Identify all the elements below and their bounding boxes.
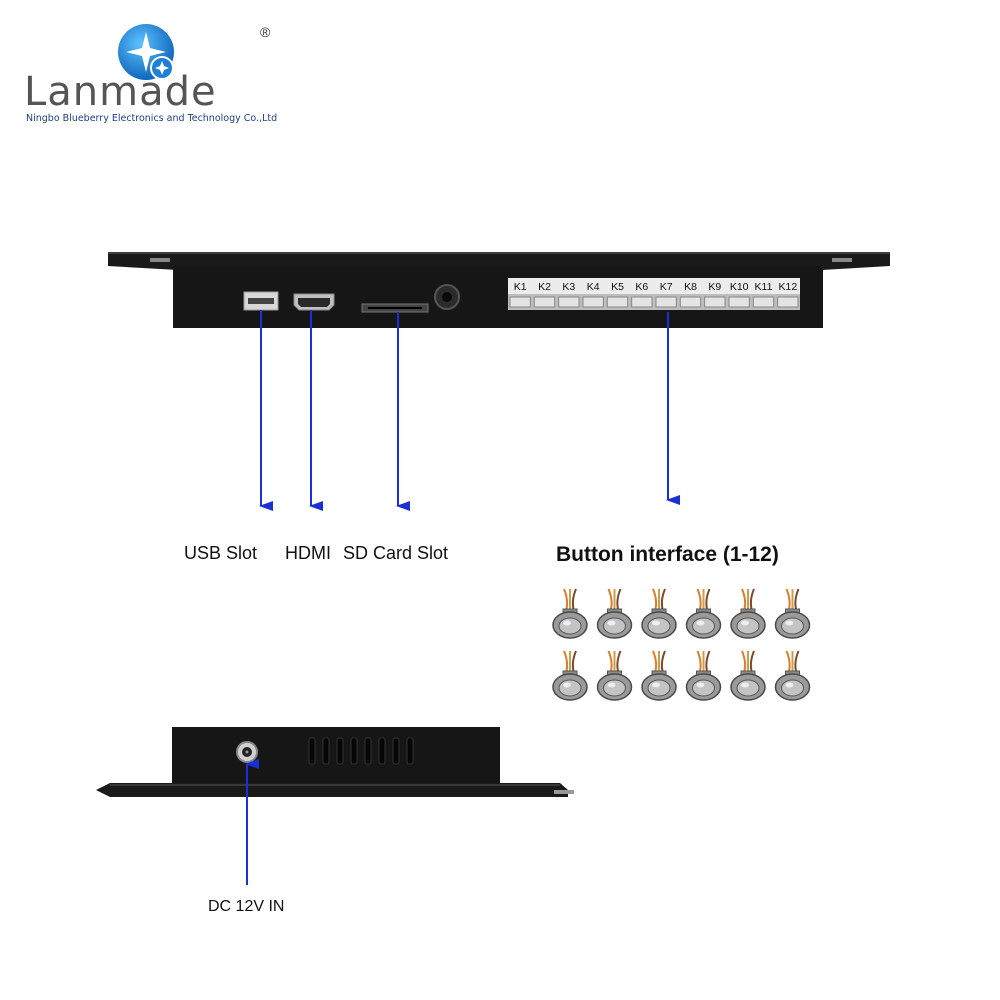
vent-slot (350, 737, 358, 765)
vent-slot (322, 737, 330, 765)
key-connector (728, 296, 750, 308)
vent-slot (378, 737, 386, 765)
vent-slot (406, 737, 414, 765)
registered-mark: ® (260, 24, 271, 40)
key-label: K9 (708, 281, 721, 293)
vent-slot (336, 737, 344, 765)
push-button-icon (685, 588, 722, 639)
key-label: K5 (611, 281, 624, 293)
key-connector (606, 296, 629, 308)
key-label: K7 (660, 281, 673, 293)
push-button-icon (774, 588, 811, 639)
push-button-icon (641, 588, 677, 639)
key-connector (777, 296, 799, 308)
dc-in-label: DC 12V IN (208, 898, 285, 915)
push-button-icon (596, 588, 633, 639)
push-button-icon (552, 650, 588, 701)
audio-jack-icon (434, 284, 460, 310)
key-connector (704, 296, 726, 308)
key-label: K8 (684, 281, 697, 293)
brand-name: Lanmade (24, 69, 217, 115)
sd-card-slot-label: SD Card Slot (343, 543, 449, 563)
key-connector (533, 296, 556, 308)
key-label: K4 (587, 281, 600, 293)
push-button-icon (730, 650, 766, 701)
push-buttons (552, 588, 811, 701)
connectors (509, 296, 799, 308)
connector-strip (508, 294, 800, 310)
key-label: K2 (538, 281, 551, 293)
top-panel-flange (108, 252, 890, 270)
key-label: K3 (562, 281, 575, 293)
push-button-icon (641, 650, 677, 701)
hdmi-port-icon (293, 293, 335, 311)
lanmade-logo-icon (118, 24, 174, 80)
key-connector (509, 296, 531, 308)
push-button-icon (774, 650, 811, 701)
vent-slots (308, 737, 414, 765)
push-button-icon (596, 650, 633, 701)
brand-subtitle: Ningbo Blueberry Electronics and Technol… (26, 113, 278, 124)
usb-port-icon (243, 291, 279, 311)
button-interface-label: Button interface (1-12) (556, 543, 779, 566)
key-connector (558, 296, 580, 308)
key-connector (631, 296, 653, 308)
push-button-icon (685, 650, 722, 701)
key-label: K10 (730, 281, 749, 293)
vent-slot (392, 737, 400, 765)
key-label: K1 (514, 281, 527, 293)
key-connector (752, 296, 775, 308)
key-labels: K1 K2 K3 K4 K5 K6 K7 K8 K9 K10 K11 K12 (514, 281, 798, 293)
key-connector (655, 296, 677, 308)
key-label: K12 (778, 281, 797, 293)
key-label-strip (508, 278, 800, 294)
key-connector (679, 296, 702, 308)
hdmi-label: HDMI (285, 543, 331, 563)
key-label: K6 (635, 281, 648, 293)
usb-slot-label: USB Slot (184, 543, 258, 563)
sd-slot-icon (361, 303, 429, 313)
dc-jack-icon (236, 741, 258, 763)
key-connector (582, 296, 604, 308)
bottom-panel (96, 727, 574, 797)
push-button-icon (730, 588, 766, 639)
key-label: K11 (755, 281, 773, 293)
push-button-icon (552, 588, 588, 639)
vent-slot (308, 737, 316, 765)
vent-slot (364, 737, 372, 765)
